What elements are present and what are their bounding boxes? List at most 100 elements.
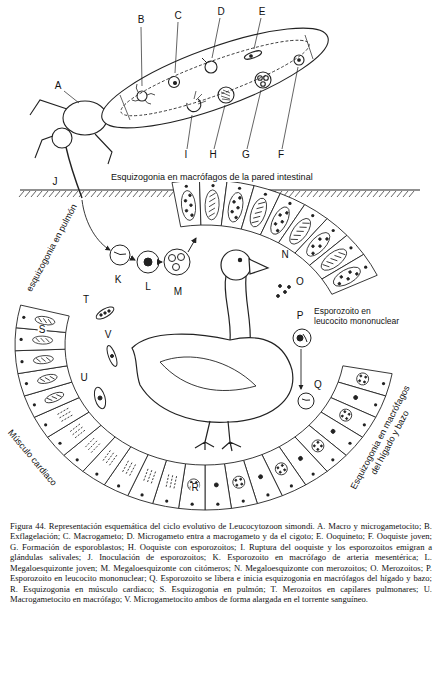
oocyst-sporozoites [218,87,234,103]
cell-parasite [298,456,304,462]
cell-parasite [180,190,197,221]
skin-hatch [313,191,318,197]
cell-parasite [258,474,263,479]
cell-parasite [235,216,238,219]
fly-thorax [63,101,107,135]
cell-parasite [44,390,66,405]
skin-hatch [43,191,48,197]
cell-nucleus [22,316,25,319]
leader-line [175,22,178,73]
cell-parasite [279,471,282,474]
ruptured-oocyst [187,99,201,112]
cell-parasite [41,357,45,361]
duck-host [132,250,293,451]
skin-hatch [319,191,324,197]
cell-parasite [32,336,52,345]
cell-parasite [297,228,304,235]
cell-parasite [327,259,334,266]
callout-letter: L [144,282,152,292]
cell-nucleus [382,382,385,385]
cell-parasite [84,438,99,454]
cell-nucleus [348,442,351,445]
cycle-arrow [301,349,302,389]
cell-parasite [143,469,148,482]
cell-parasite [345,417,348,420]
cell-parasite [231,210,234,213]
fly-abdomen [92,9,338,147]
cell-nucleus [117,484,120,487]
cell-parasite [102,450,110,461]
callout-letter: T [82,295,90,305]
skin-hatch [25,191,30,197]
pulmonary-capillary [94,305,115,322]
callout-letter: J [52,177,59,187]
cell-nucleus [216,503,219,506]
cell-nucleus [44,423,47,426]
leader-line [282,67,298,149]
cell-parasite [252,219,259,225]
sporoblast [264,76,269,81]
cell-parasite [166,475,169,489]
early-stages [110,238,196,275]
cycle-arrow [160,262,162,263]
cell-parasite [170,475,173,489]
cell-parasite [232,475,246,489]
skin-hatch [169,191,174,197]
sporozoites [221,90,230,100]
cell-parasite [253,214,260,220]
host-cell [15,349,67,373]
fly-leg [95,134,112,164]
sporozoite [303,334,307,342]
cell-nucleus [211,184,214,187]
duck-body [132,334,293,422]
cell-parasite [299,224,306,231]
cell-parasite [311,244,315,248]
cell-parasite [236,206,239,209]
cell-parasite [190,204,193,207]
cell-parasite [38,317,43,322]
cytomere [173,264,180,271]
cell-parasite [346,277,350,281]
cell-nucleus [140,493,143,496]
cell-parasite [209,203,215,207]
cell-parasite [348,270,352,274]
callout-letter: B [137,15,146,25]
cell-nucleus [20,338,23,341]
skin-hatch [403,191,408,197]
cell-nucleus [290,484,293,487]
cell-parasite [280,220,284,224]
skin-hatch [373,191,378,197]
cell-parasite [58,412,70,419]
cell-parasite [226,191,245,223]
region-label: esquizogonia en pulmón [25,202,80,294]
cell-parasite [209,213,215,217]
cell-nucleus [331,458,334,461]
cell-parasite [343,410,346,413]
stage-label: Esporozoito en leucocito mononuclear [313,306,407,326]
cell-parasite [338,407,354,423]
cell-parasite [52,395,57,400]
duck-neck [225,276,250,344]
skin-hatch [337,191,342,197]
callout-letter: V [104,330,113,340]
macrophage-cell [110,245,130,265]
cell-parasite [87,441,97,451]
cell-parasite [174,476,177,490]
cell-parasite [180,190,197,221]
skin-hatch [379,191,384,197]
cell-parasite [56,408,68,415]
cell-nucleus [242,500,245,503]
skin-hatch [73,191,78,197]
cell-parasite [46,357,50,361]
callout-letter: O [295,277,305,287]
skin-hatch [91,191,96,197]
cell-nucleus [363,423,366,426]
callout-letter: F [277,150,285,160]
skin-hatch [325,191,330,197]
skin-hatch [85,191,90,197]
cell-parasite [74,430,85,439]
cell-nucleus [25,382,28,385]
skin-hatch [145,191,150,197]
cell-parasite [209,198,215,202]
leader-line [187,115,192,149]
